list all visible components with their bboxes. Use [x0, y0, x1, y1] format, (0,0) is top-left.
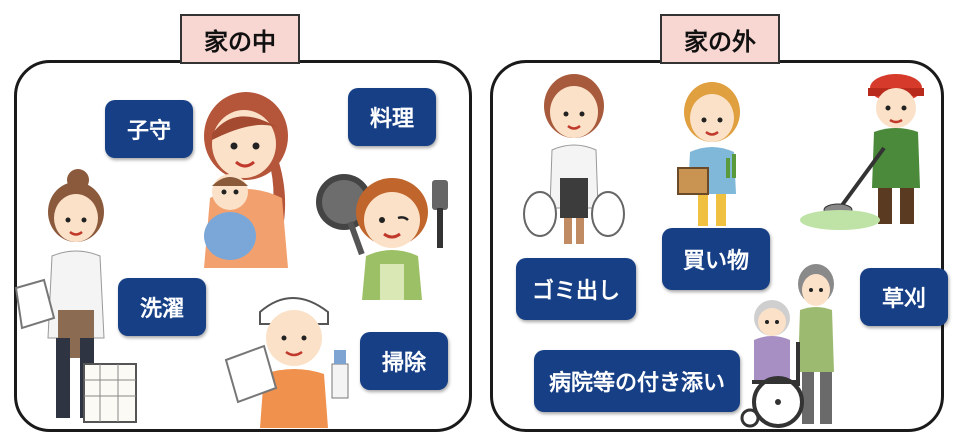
title-tab-outside: 家の外 — [660, 14, 780, 64]
chore-label-shopping: 買い物 — [662, 228, 770, 290]
woman-laundry-illustration — [14, 169, 137, 423]
woman-garbage-illustration — [523, 74, 625, 244]
chore-label-cleaning: 掃除 — [360, 332, 448, 390]
woman-cleaning-illustration — [224, 297, 349, 428]
caregiver-wheelchair-illustration — [740, 264, 834, 428]
woman-shopping-illustration — [677, 82, 740, 226]
chore-label-childcare: 子守 — [105, 100, 193, 158]
chore-label-laundry: 洗濯 — [118, 278, 206, 336]
man-weeding-illustration — [800, 74, 924, 230]
chore-label-garbage: ゴミ出し — [516, 258, 636, 320]
chore-label-cooking: 料理 — [348, 88, 436, 146]
chore-label-weeding: 草刈 — [860, 268, 948, 326]
chore-label-hospital-escort: 病院等の付き添い — [534, 350, 740, 412]
mother-with-baby-illustration — [204, 92, 288, 268]
woman-cooking-illustration — [316, 174, 448, 300]
title-tab-inside: 家の中 — [180, 14, 300, 64]
